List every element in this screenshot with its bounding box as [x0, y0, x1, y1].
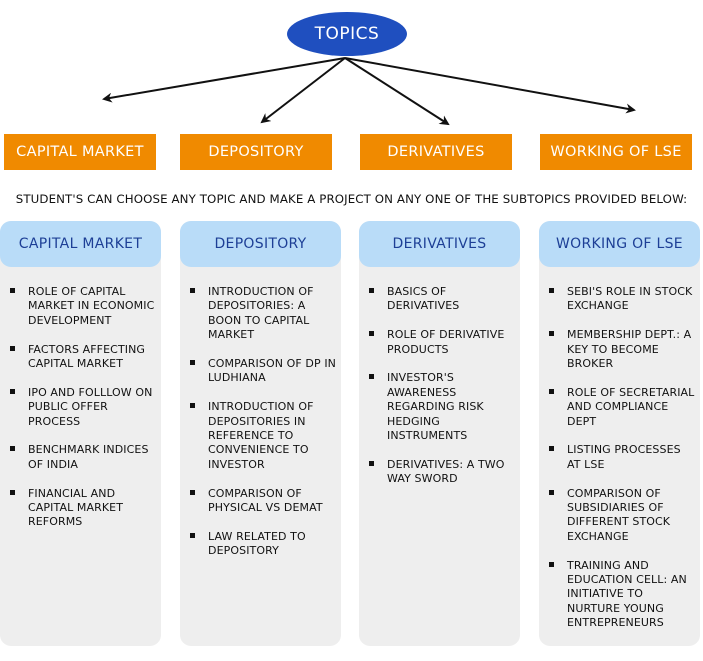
column-working-of-lse: WORKING OF LSE SEBI'S ROLE IN STOCK EXCH…	[539, 221, 700, 646]
list-item: BASICS OF DERIVATIVES	[359, 285, 520, 314]
column-header: DERIVATIVES	[359, 221, 520, 267]
list-item: INVESTOR'S AWARENESS REGARDING RISK HEDG…	[359, 371, 520, 443]
list-item: SEBI'S ROLE IN STOCK EXCHANGE	[539, 285, 700, 314]
list-item: ROLE OF DERIVATIVE PRODUCTS	[359, 328, 520, 357]
subtopic-list: SEBI'S ROLE IN STOCK EXCHANGE MEMBERSHIP…	[539, 285, 700, 645]
list-item: BENCHMARK INDICES OF INDIA	[0, 443, 161, 472]
column-header: CAPITAL MARKET	[0, 221, 161, 267]
topic-depository: DEPOSITORY	[180, 134, 332, 170]
topic-working-of-lse: WORKING OF LSE	[540, 134, 692, 170]
subtopic-list: BASICS OF DERIVATIVES ROLE OF DERIVATIVE…	[359, 285, 520, 501]
list-item: COMPARISON OF SUBSIDIARIES OF DIFFERENT …	[539, 487, 700, 545]
list-item: COMPARISON OF PHYSICAL VS DEMAT	[180, 487, 341, 516]
instruction-text: STUDENT'S CAN CHOOSE ANY TOPIC AND MAKE …	[15, 192, 688, 206]
list-item: FINANCIAL AND CAPITAL MARKET REFORMS	[0, 487, 161, 530]
list-item: TRAINING AND EDUCATION CELL: AN INITIATI…	[539, 559, 700, 631]
column-capital-market: CAPITAL MARKET ROLE OF CAPITAL MARKET IN…	[0, 221, 161, 646]
column-header: DEPOSITORY	[180, 221, 341, 267]
list-item: MEMBERSHIP DEPT.: A KEY TO BECOME BROKER	[539, 328, 700, 371]
list-item: COMPARISON OF DP IN LUDHIANA	[180, 357, 341, 386]
subtopic-list: INTRODUCTION OF DEPOSITORIES: A BOON TO …	[180, 285, 341, 573]
column-derivatives: DERIVATIVES BASICS OF DERIVATIVES ROLE O…	[359, 221, 520, 646]
list-item: INTRODUCTION OF DEPOSITORIES: A BOON TO …	[180, 285, 341, 343]
list-item: LAW RELATED TO DEPOSITORY	[180, 530, 341, 559]
arrow-to-depository	[260, 57, 346, 124]
list-item: INTRODUCTION OF DEPOSITORIES IN REFERENC…	[180, 400, 341, 472]
list-item: FACTORS AFFECTING CAPITAL MARKET	[0, 343, 161, 372]
arrow-to-working-of-lse	[344, 57, 636, 114]
column-header: WORKING OF LSE	[539, 221, 700, 267]
subtopic-list: ROLE OF CAPITAL MARKET IN ECONOMIC DEVEL…	[0, 285, 161, 544]
list-item: DERIVATIVES: A TWO WAY SWORD	[359, 458, 520, 487]
topic-capital-market: CAPITAL MARKET	[4, 134, 156, 170]
arrow-to-capital-market	[102, 57, 346, 103]
topics-root-node: TOPICS	[287, 12, 407, 56]
list-item: ROLE OF CAPITAL MARKET IN ECONOMIC DEVEL…	[0, 285, 161, 328]
list-item: ROLE OF SECRETARIAL AND COMPLIANCE DEPT	[539, 386, 700, 429]
list-item: LISTING PROCESSES AT LSE	[539, 443, 700, 472]
topic-derivatives: DERIVATIVES	[360, 134, 512, 170]
column-depository: DEPOSITORY INTRODUCTION OF DEPOSITORIES:…	[180, 221, 341, 646]
list-item: IPO AND FOLLLOW ON PUBLIC OFFER PROCESS	[0, 386, 161, 429]
arrow-to-derivatives	[344, 57, 450, 126]
